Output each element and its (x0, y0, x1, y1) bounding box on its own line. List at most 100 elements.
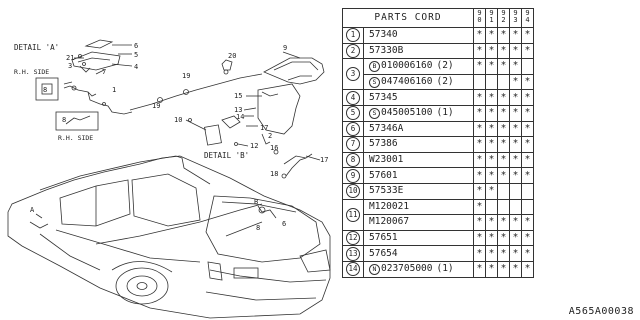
label-detail-a: DETAIL 'A' (14, 43, 59, 52)
index-cell: 4 (342, 89, 364, 106)
index-cell: 12 (342, 229, 364, 247)
year-mark-cell: * (509, 104, 522, 122)
label-21: 21 (66, 54, 74, 62)
label-9: 9 (283, 44, 287, 52)
part-code: 045005100 (381, 107, 433, 119)
label-8c: 8 (256, 224, 260, 232)
year-mark-cell: * (497, 42, 510, 60)
year-mark-cell: * (497, 120, 510, 138)
year-mark-cell: * (497, 104, 510, 122)
year-mark-cell: * (497, 27, 510, 44)
year-mark-cell: * (509, 89, 522, 106)
year-mark-cell: * (521, 89, 534, 106)
year-mark-cell: * (473, 229, 486, 247)
year-mark-cell: * (509, 260, 522, 278)
year-mark-cell: * (521, 136, 534, 153)
year-mark-cell: * (485, 245, 498, 262)
part-prefix: B (369, 61, 380, 73)
index-cell: 10 (342, 182, 364, 200)
year-mark-cell: * (497, 136, 510, 153)
part-code-cell: 57386 (363, 136, 474, 153)
index-cell: 14 (342, 260, 364, 278)
part-code: W23001 (369, 154, 404, 166)
index-number: 4 (346, 90, 360, 105)
index-number: 3 (346, 67, 360, 82)
year-mark-cell: * (521, 151, 534, 169)
index-number: 10 (346, 184, 360, 199)
index-cell: 9 (342, 167, 364, 184)
year-mark-cell: * (473, 198, 486, 216)
index-cell: 6 (342, 120, 364, 138)
index-cell: 8 (342, 151, 364, 169)
index-cell: 11 (342, 198, 364, 231)
index-cell: 5 (342, 104, 364, 122)
year-mark-cell: * (473, 260, 486, 278)
index-number: 6 (346, 121, 360, 136)
year-mark-cell: * (497, 260, 510, 278)
year-mark-cell: * (497, 89, 510, 106)
label-15: 15 (234, 92, 242, 100)
year-mark-cell (485, 73, 498, 91)
label-12: 12 (250, 142, 258, 150)
index-number: 5 (346, 106, 360, 121)
year-mark-cell (473, 73, 486, 91)
index-number: 2 (346, 43, 360, 58)
year-mark-cell: * (509, 58, 522, 75)
part-code-cell: 57654 (363, 245, 474, 262)
year-mark-cell: * (473, 42, 486, 60)
part-code-cell: M120021 (363, 198, 474, 216)
year-mark-cell: * (485, 120, 498, 138)
label-19a: 19 (152, 102, 160, 110)
year-mark-cell (497, 198, 510, 216)
part-code: 57386 (369, 138, 398, 150)
index-number: 11 (346, 207, 360, 222)
index-number: 14 (346, 262, 360, 277)
year-mark-cell: * (485, 42, 498, 60)
index-number: 7 (346, 137, 360, 152)
label-6b: 6 (282, 220, 286, 228)
part-code: 57654 (369, 247, 398, 259)
year-mark-cell: * (509, 42, 522, 60)
year-mark-cell: * (473, 151, 486, 169)
year-mark-cell: * (473, 182, 486, 200)
year-mark-cell: * (497, 214, 510, 231)
year-mark-cell: * (473, 120, 486, 138)
year-mark-cell: * (521, 27, 534, 44)
year-mark-cell: * (521, 104, 534, 122)
part-prefix: S (369, 77, 380, 89)
year-mark-cell: * (497, 229, 510, 247)
year-mark-cell (521, 182, 534, 200)
year-mark-cell: * (509, 229, 522, 247)
index-cell: 7 (342, 136, 364, 153)
label-8b: 8 (62, 116, 66, 124)
label-rh-side-1: R.H. SIDE (14, 68, 49, 76)
part-code: M120067 (369, 216, 410, 228)
label-rh-side-2: R.H. SIDE (58, 134, 93, 142)
year-mark-cell: * (521, 214, 534, 231)
year-mark-cell: * (473, 58, 486, 75)
index-number: 8 (346, 153, 360, 168)
label-16: 16 (270, 144, 278, 152)
rh-side-box-2 (55, 111, 99, 131)
index-number: 12 (346, 231, 360, 246)
index-cell: 3 (342, 58, 364, 91)
rear-wheel (115, 267, 169, 305)
year-mark-cell (509, 182, 522, 200)
label-14: 14 (236, 113, 244, 121)
year-mark-cell: * (521, 167, 534, 184)
table-row: M120067***** (343, 214, 534, 231)
